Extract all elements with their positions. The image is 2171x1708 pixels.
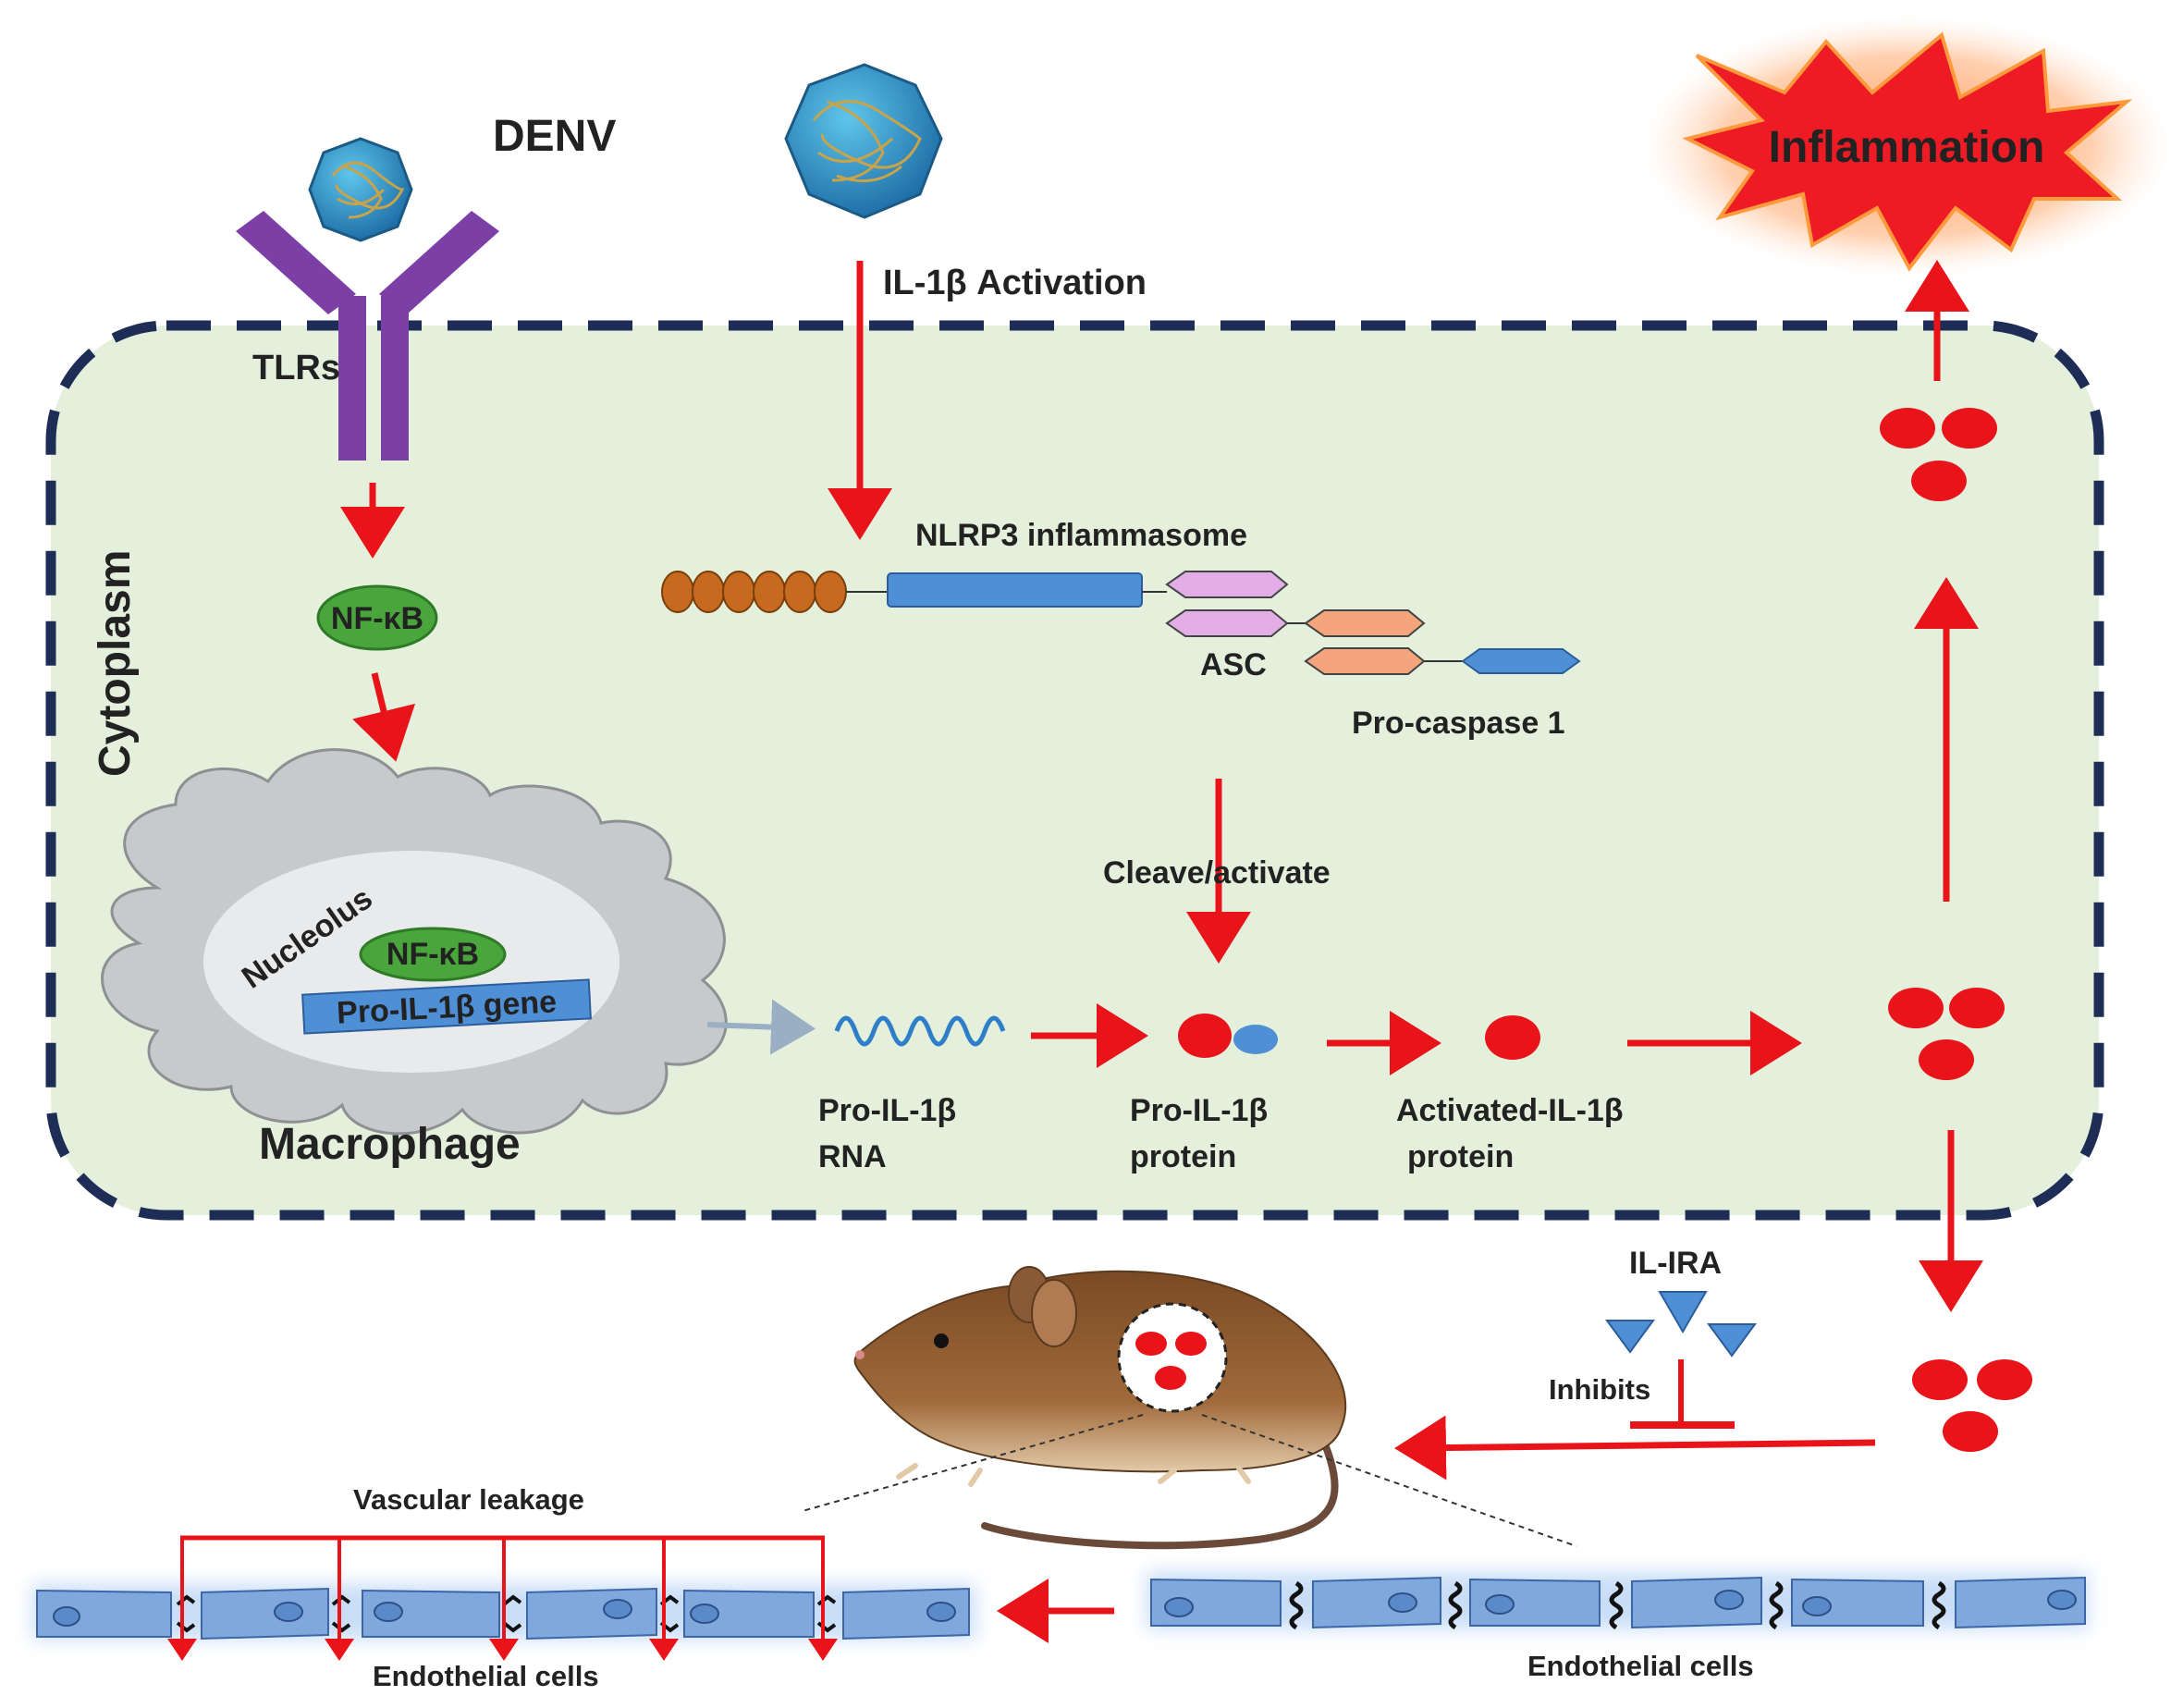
mouse-ear xyxy=(1031,1279,1077,1347)
endothelial-glow-right xyxy=(1147,1572,2088,1629)
cleave-label: Cleave/activate xyxy=(1103,855,1331,891)
asc-label: ASC xyxy=(1200,647,1267,682)
il1b-activation-label: IL-1β Activation xyxy=(883,264,1147,302)
cytokine-cluster-top xyxy=(1880,408,1997,501)
cytoplasm-label: Cytoplasm xyxy=(91,550,140,777)
pro-caspase-label: Pro-caspase 1 xyxy=(1352,706,1565,741)
nlrp3-pyrin-domain xyxy=(661,571,847,613)
inflammation-star xyxy=(1682,31,2133,272)
protein-label-1: Pro-IL-1β xyxy=(1130,1093,1268,1128)
il-ira-triangles xyxy=(1605,1291,1757,1358)
macrophage-label: Macrophage xyxy=(259,1120,521,1169)
asc-upper xyxy=(1165,571,1289,598)
denv-virus-small xyxy=(308,137,413,242)
mouse-cytokine-cluster xyxy=(1135,1332,1207,1390)
denv-label: DENV xyxy=(493,112,616,161)
arrow-nfkb-to-nucleus xyxy=(352,672,416,762)
pro-caspase-lower xyxy=(1304,647,1426,675)
nfkb-cytoplasm-label: NF-κB xyxy=(331,601,423,636)
endothelial-layer-right xyxy=(1150,1576,2086,1629)
tight-junctions xyxy=(1289,1580,1946,1630)
nlrp3-label: NLRP3 inflammasome xyxy=(915,518,1247,553)
mouse-nose xyxy=(855,1350,865,1359)
tlrs-label: TLRs xyxy=(252,349,340,387)
pro-il1b-rna-strand xyxy=(834,1015,1006,1047)
arrow-cytokines-to-mouse xyxy=(1394,1415,1876,1481)
endothelial-nuclei-right xyxy=(1164,1590,2077,1617)
endothelial-nuclei-left xyxy=(53,1599,956,1627)
cytokine-cluster-bottom xyxy=(1912,1359,2032,1452)
activated-label-2: protein xyxy=(1407,1139,1514,1174)
activated-il1b-protein xyxy=(1485,1015,1540,1060)
pro-il1b-gene-bar xyxy=(301,978,592,1035)
mouse-cytokine-inset xyxy=(1117,1302,1228,1413)
mouse-eye xyxy=(934,1333,949,1348)
zoom-line-right xyxy=(1201,1414,1577,1547)
caspase-domain xyxy=(1461,648,1581,674)
inflammation-label: Inflammation xyxy=(1769,123,2045,172)
pro-il1b-protein-blue xyxy=(1233,1025,1278,1054)
vascular-leakage-arrows xyxy=(167,1535,838,1661)
asc-lower xyxy=(1165,609,1289,637)
nfkb-nucleus-label: NF-κB xyxy=(386,937,479,972)
rna-label-1: Pro-IL-1β xyxy=(818,1093,956,1128)
inflammation-burst: Inflammation xyxy=(1643,17,2170,276)
rna-label-2: RNA xyxy=(818,1139,887,1174)
protein-label-2: protein xyxy=(1130,1139,1236,1174)
pro-il1b-protein-red xyxy=(1178,1014,1232,1058)
il-ira-label: IL-IRA xyxy=(1629,1246,1722,1281)
nfkb-cytoplasm xyxy=(316,584,438,651)
mouse-illustration xyxy=(853,1266,1347,1550)
cytokine-cluster-mid xyxy=(1888,988,2005,1080)
vascular-leakage-label: Vascular leakage xyxy=(353,1483,584,1516)
tlr-receptor xyxy=(236,211,499,461)
nlrp3-complex xyxy=(661,571,1581,675)
zoom-line-left xyxy=(802,1414,1144,1512)
denv-virus-large xyxy=(784,63,943,219)
endothelial-right-label: Endothelial cells xyxy=(1527,1650,1754,1682)
endothelial-left-label: Endothelial cells xyxy=(373,1660,599,1692)
pro-caspase-upper xyxy=(1304,609,1426,637)
arrow-gene-to-rna xyxy=(706,999,816,1055)
inhibits-label: Inhibits xyxy=(1549,1373,1650,1406)
nfkb-nucleus xyxy=(359,927,507,982)
activated-label-1: Activated-IL-1β xyxy=(1396,1093,1624,1128)
nlrp3-nacht-domain xyxy=(887,572,1143,608)
